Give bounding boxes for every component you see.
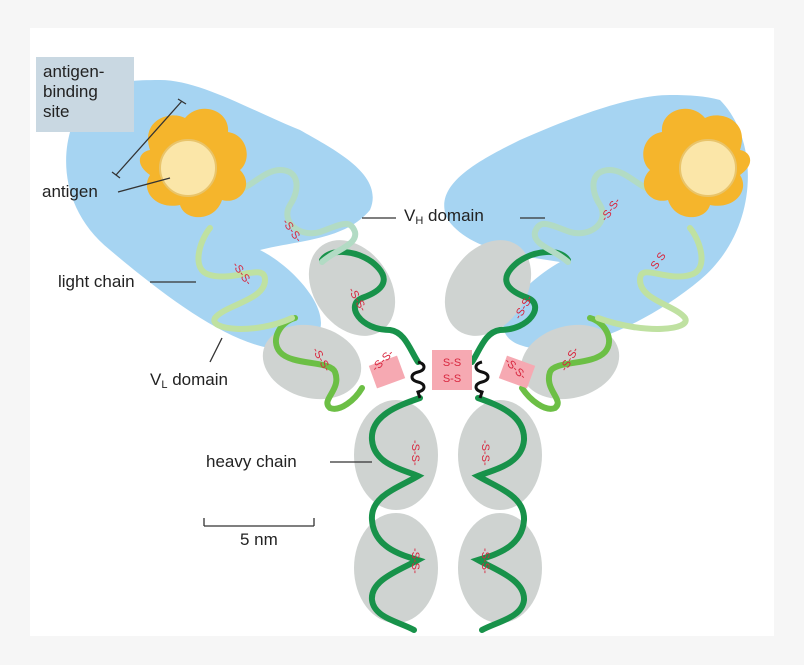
site-label-line-3: site bbox=[43, 102, 70, 121]
hinge-ss-2: S-S bbox=[443, 373, 461, 385]
light-constant-chains bbox=[273, 315, 612, 412]
vl-domain-label: VL domain bbox=[150, 370, 228, 391]
scale-bar bbox=[203, 518, 315, 527]
right-hinge-pink bbox=[498, 355, 536, 389]
ss-fc-r2: -S-S- bbox=[479, 548, 491, 574]
heavy-chain-label: heavy chain bbox=[206, 452, 297, 471]
vh-domain-label: VH domain bbox=[404, 206, 484, 227]
left-heavy-chain bbox=[319, 249, 421, 365]
right-ch1-blob bbox=[444, 240, 532, 336]
site-bracket bbox=[111, 98, 187, 179]
left-vh bbox=[227, 166, 359, 265]
leader-lines bbox=[111, 98, 545, 463]
left-light-variable bbox=[195, 225, 295, 332]
hinge-ss-1: S-S bbox=[443, 357, 461, 369]
ss-fc-l1: -S-S- bbox=[409, 440, 421, 466]
right-light-variable bbox=[595, 225, 705, 332]
left-light-constant bbox=[273, 315, 365, 412]
right-ch3-blob bbox=[458, 513, 542, 623]
right-heavy-chain bbox=[469, 249, 571, 365]
ss-fc-l2: -S-S- bbox=[409, 548, 421, 574]
vl-main: V bbox=[150, 370, 162, 389]
site-label-line-1: antigen- bbox=[43, 62, 105, 81]
site-label-line-2: binding bbox=[43, 82, 98, 101]
light-chain-label: light chain bbox=[58, 272, 135, 291]
vh-sub: H bbox=[415, 215, 424, 227]
left-antigen-group bbox=[139, 108, 247, 218]
left-hinge-coil bbox=[410, 360, 426, 399]
vh-rest: domain bbox=[423, 206, 484, 225]
vl-leader bbox=[209, 337, 223, 363]
right-antigen-circle bbox=[679, 139, 737, 197]
right-vh bbox=[531, 166, 663, 265]
vl-rest: domain bbox=[167, 370, 228, 389]
antigen-binding-site-label: antigen- binding site bbox=[36, 57, 134, 132]
right-hinge-coil bbox=[474, 360, 490, 399]
left-hinge-pink bbox=[368, 355, 406, 389]
light-variable-chains bbox=[195, 225, 705, 332]
left-heavy-fc bbox=[368, 395, 426, 633]
ss-fc-r1: -S-S- bbox=[479, 440, 491, 466]
hinge-region: S-S S-S bbox=[368, 350, 536, 399]
left-fab-region bbox=[66, 80, 373, 350]
antigen-label: antigen bbox=[42, 182, 98, 201]
left-antigen-circle bbox=[159, 139, 217, 197]
heavy-chains bbox=[319, 249, 571, 633]
left-ch2-blob bbox=[354, 400, 438, 510]
antigen-leader bbox=[117, 177, 171, 193]
vl-sub: L bbox=[161, 379, 168, 391]
right-ch2-blob bbox=[458, 400, 542, 510]
right-antigen-group bbox=[643, 108, 751, 218]
vh-chains bbox=[227, 166, 663, 265]
scale-label: 5 nm bbox=[240, 530, 278, 549]
hinge-pink-block bbox=[432, 350, 472, 390]
vh-main: V bbox=[404, 206, 416, 225]
right-light-constant bbox=[519, 315, 612, 412]
right-heavy-fc bbox=[470, 395, 528, 633]
